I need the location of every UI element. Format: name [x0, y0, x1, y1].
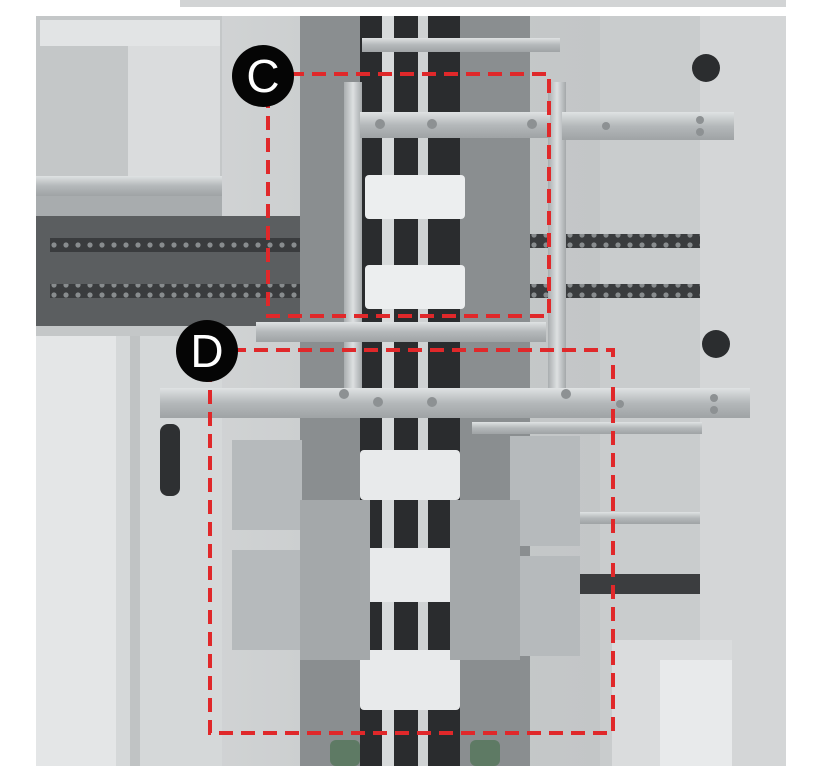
- label-d-text: D: [190, 325, 224, 377]
- region-d-outline: [208, 348, 615, 735]
- photo-area: [36, 16, 786, 766]
- region-c-outline: [266, 72, 551, 318]
- label-d-marker: D: [176, 320, 238, 382]
- label-c-text: C: [246, 50, 280, 102]
- label-c-marker: C: [232, 45, 294, 107]
